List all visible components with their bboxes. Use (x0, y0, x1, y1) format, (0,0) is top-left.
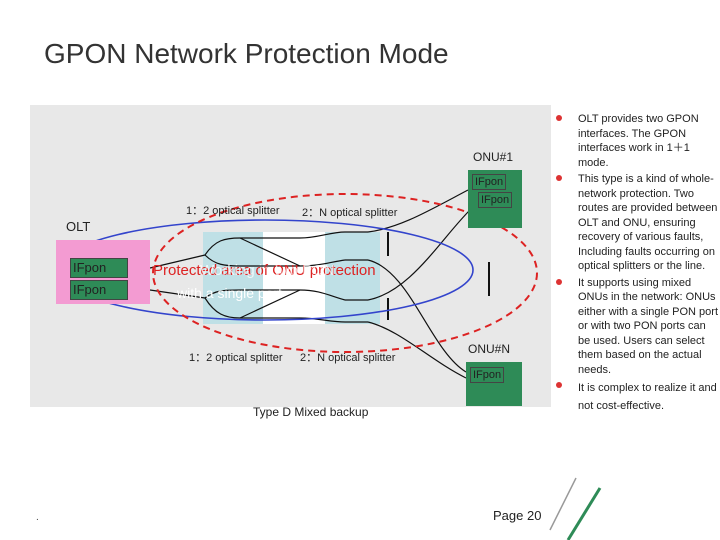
dotted-marker-3 (387, 298, 389, 320)
onun-port: IFpon (470, 367, 505, 383)
bullet-item: It supports using mixed ONUs in the netw… (552, 276, 720, 378)
top-splitter-1-label: 1：2 optical splitter (186, 205, 280, 217)
bullet-list: OLT provides two GPON interfaces. The GP… (552, 112, 720, 415)
bullet-text: OLT provides two GPON interfaces. The GP… (578, 113, 699, 169)
dotted-marker-1 (387, 232, 389, 256)
working-text: Working in two PON (200, 262, 335, 279)
single-port-text: with a single port (177, 285, 283, 301)
deco-line-2 (549, 477, 577, 531)
bullet-dot-icon (556, 175, 562, 181)
splitter-region-3 (325, 232, 380, 324)
page-number: Page 20 (493, 508, 542, 523)
footer-dot: . (36, 512, 39, 523)
onu1-port-2: IFpon (478, 192, 513, 208)
bullet-text: This type is a kind of whole-network pro… (578, 173, 718, 272)
splitter-region-2 (263, 232, 325, 324)
bullet-text: It supports using mixed ONUs in the netw… (578, 276, 719, 376)
bullet-text: It is complex to realize it and not cost… (578, 382, 717, 412)
page-title: GPON Network Protection Mode (44, 38, 449, 69)
onun-label: ONU#N (468, 342, 511, 356)
protected-area-text: Protected area of ONU protection (153, 262, 376, 279)
bullet-dot-icon (556, 382, 562, 388)
bottom-splitter-1-label: 1：2 optical splitter (189, 352, 283, 364)
top-splitter-2-label: 2：N optical splitter (302, 207, 398, 219)
dotted-marker-2 (488, 262, 490, 296)
bottom-splitter-2-label: 2：N optical splitter (300, 352, 396, 364)
protection-ellipse-red (152, 193, 538, 353)
bullet-item: This type is a kind of whole-network pro… (552, 172, 720, 274)
bullet-dot-icon (556, 278, 562, 285)
deco-line-1 (566, 487, 602, 540)
diagram-caption: Type D Mixed backup (253, 405, 369, 419)
bullet-dot-icon (556, 115, 562, 121)
bullet-item: OLT provides two GPON interfaces. The GP… (552, 112, 720, 170)
onu1-label: ONU#1 (473, 150, 514, 164)
olt-port-1: IFpon (70, 258, 128, 278)
olt-label: OLT (66, 219, 91, 234)
olt-port-2: IFpon (70, 280, 128, 300)
onu1-port-1: IFpon (472, 174, 507, 190)
bullet-item: It is complex to realize it and not cost… (552, 379, 720, 415)
